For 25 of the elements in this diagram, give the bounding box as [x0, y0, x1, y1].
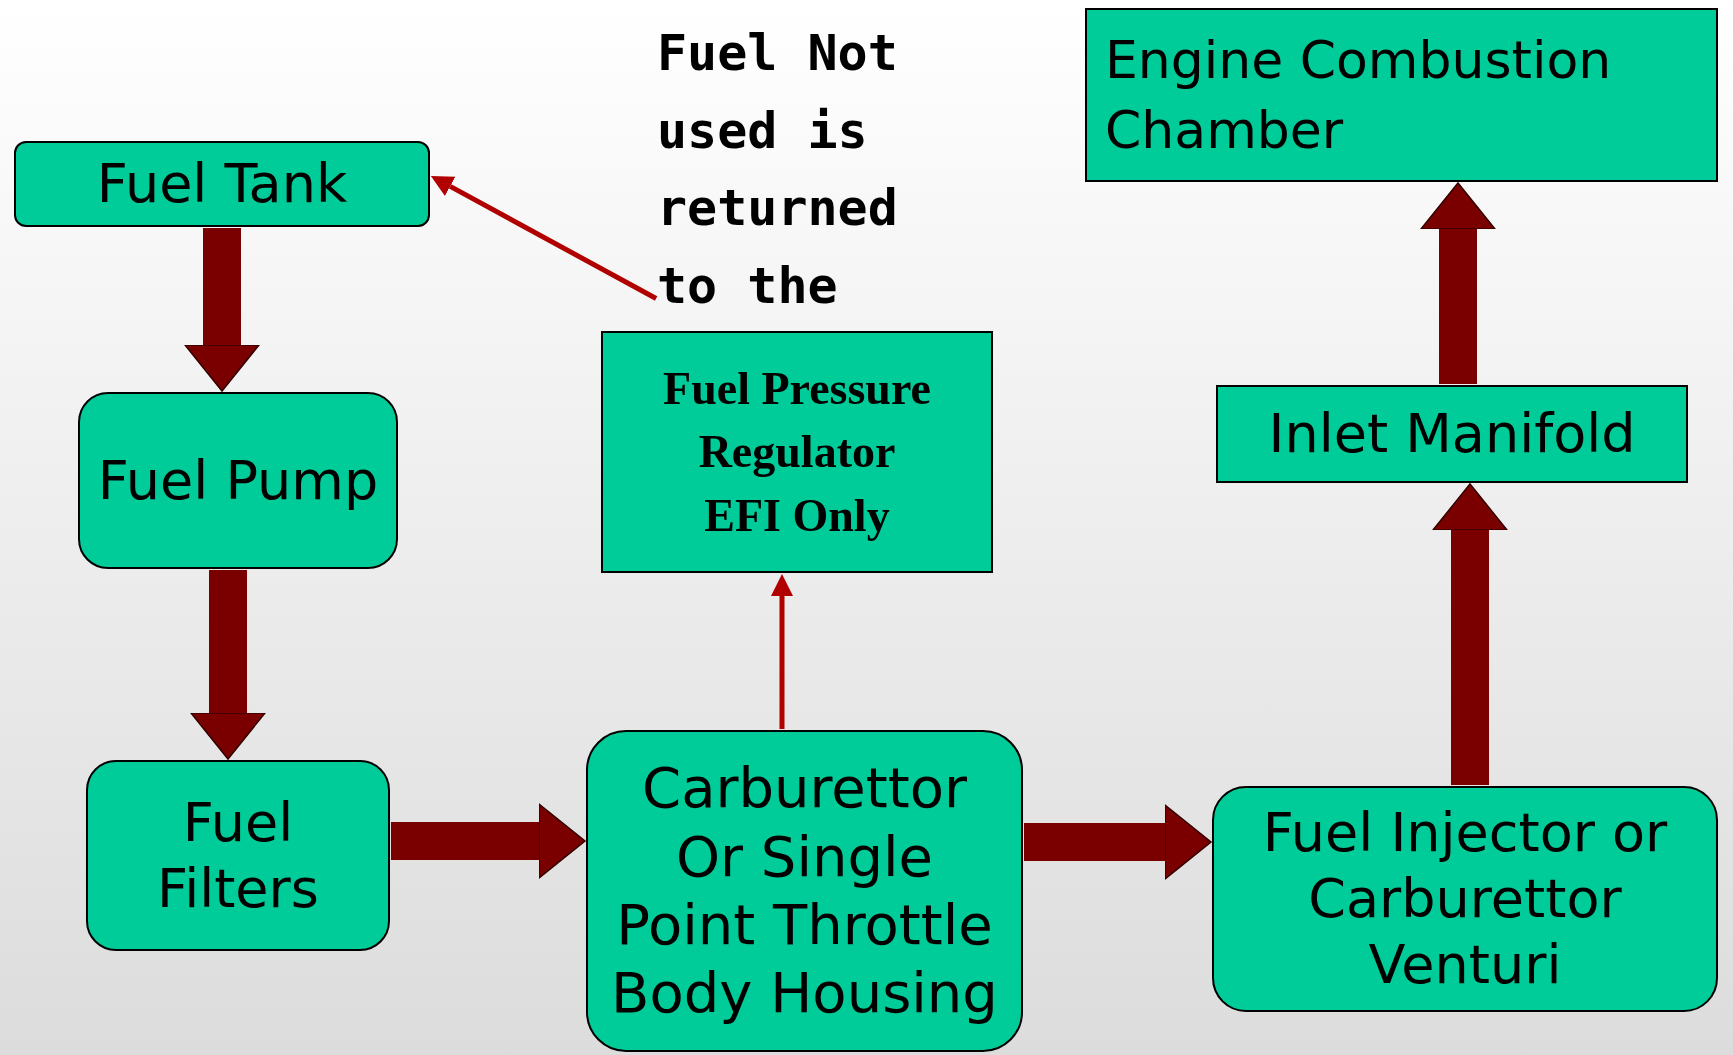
box-label: Fuel Injector or Carburettor Venturi: [1261, 800, 1669, 998]
process-box: [586, 730, 1023, 1052]
arrow: [430, 175, 658, 301]
note-text: Fuel Not used is returned to the: [657, 20, 923, 320]
arrow: [771, 574, 793, 729]
block-arrow: [1420, 182, 1496, 384]
box-label: Engine Combustion Chamber: [1105, 28, 1613, 162]
box-label: Fuel Pressure Regulator EFI Only: [662, 361, 932, 543]
box-label: Fuel Tank: [96, 151, 348, 217]
block-arrow: [190, 570, 266, 760]
process-box: [14, 141, 430, 227]
block-arrow: [1024, 804, 1212, 880]
box-label: Fuel Filters: [156, 789, 320, 922]
process-box: [1216, 385, 1688, 483]
process-box: [78, 392, 398, 569]
box-label: Inlet Manifold: [1268, 401, 1636, 467]
process-box: [1085, 8, 1718, 182]
process-box: [601, 331, 993, 573]
process-box: [1212, 786, 1718, 1012]
box-label: Fuel Pump: [97, 447, 379, 514]
block-arrow: [391, 803, 586, 879]
box-label: Carburettor Or Single Point Throttle Body Housing: [610, 754, 999, 1028]
block-arrow: [1432, 483, 1508, 785]
process-box: [86, 760, 390, 951]
block-arrow: [184, 228, 260, 392]
